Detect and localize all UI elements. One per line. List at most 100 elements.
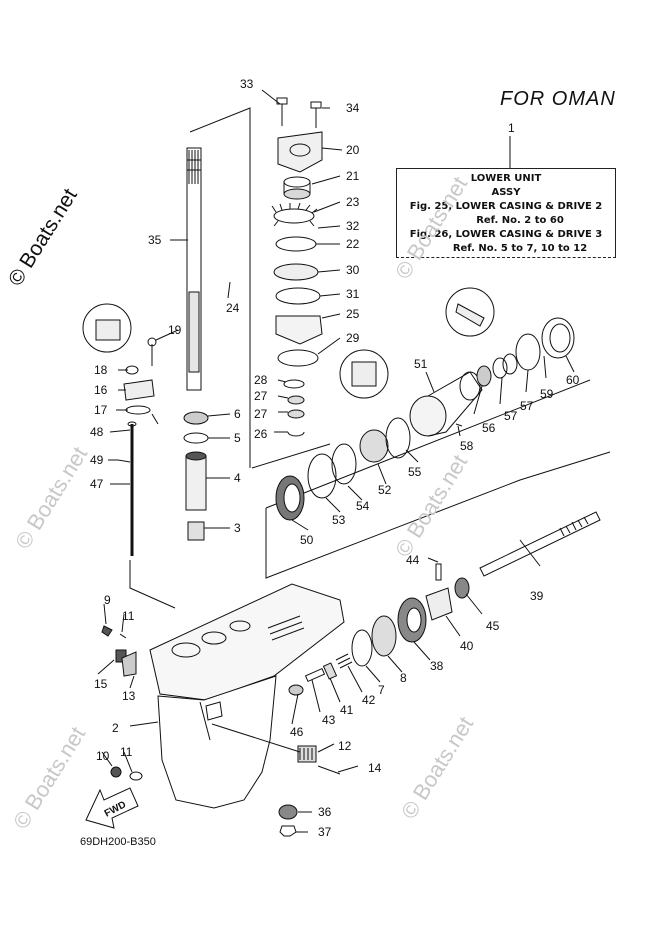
- section-outline-water-tube: [129, 560, 176, 609]
- callout-48: 48: [90, 425, 104, 439]
- plug-13: [121, 651, 137, 677]
- callout-29: 29: [346, 331, 360, 345]
- callout-labels: 33 34 20 21 23 32 22 30 31 25 29 28 27 2…: [90, 77, 580, 839]
- fwd-arrow-icon: [85, 787, 139, 829]
- screw-9: [101, 625, 113, 637]
- impeller: [271, 202, 318, 227]
- reference-box: LOWER UNIT ASSY Fig. 25, LOWER CASING & …: [396, 168, 616, 258]
- ref-line-4: Ref. No. 2 to 60: [476, 215, 564, 226]
- clip-49: [117, 459, 131, 463]
- gasket-11a: [119, 633, 127, 639]
- region-title: FOR OMAN: [500, 88, 616, 110]
- oil-seal-57b: [502, 353, 518, 375]
- callout-9: 9: [104, 593, 111, 607]
- callout-11b: 11: [120, 745, 133, 759]
- reverse-gear-50: [275, 475, 305, 521]
- shift-plunger-40: [425, 587, 453, 621]
- callout-5: 5: [234, 431, 241, 445]
- sleeve-4: [185, 451, 207, 511]
- callout-38: 38: [430, 659, 444, 673]
- callout-23: 23: [346, 195, 360, 209]
- callout-50: 50: [300, 533, 314, 547]
- callout-10: 10: [96, 749, 110, 763]
- callout-24: 24: [226, 301, 240, 315]
- forward-gear-38: [397, 597, 427, 643]
- callout-39: 39: [530, 589, 544, 603]
- callout-37: 37: [318, 825, 332, 839]
- callout-28: 28: [254, 373, 268, 387]
- ring-nut-60: [541, 317, 575, 359]
- callout-31: 31: [346, 287, 360, 301]
- callout-46: 46: [290, 725, 304, 739]
- callout-34: 34: [346, 101, 360, 115]
- callout-35: 35: [148, 233, 162, 247]
- plate-46: [288, 684, 304, 696]
- callout-4: 4: [234, 471, 241, 485]
- drawing-code: 69DH200-B350: [80, 836, 156, 848]
- callout-44: 44: [406, 553, 420, 567]
- pump-base-gasket: [275, 287, 321, 305]
- callout-27b: 27: [254, 407, 268, 421]
- nut-37: [279, 825, 297, 837]
- screw-10: [110, 766, 122, 778]
- callout-60: 60: [566, 373, 580, 387]
- ref-line-2: ASSY: [491, 187, 521, 198]
- callout-20: 20: [346, 143, 360, 157]
- callout-15: 15: [94, 677, 108, 691]
- callout-41: 41: [340, 703, 354, 717]
- ref-line-1: LOWER UNIT: [470, 173, 542, 184]
- seal-17: [125, 405, 151, 415]
- cover-12: [297, 745, 317, 763]
- inset-circle-right: [445, 287, 495, 337]
- callout-57a: 57: [504, 409, 518, 423]
- clutch-45: [454, 577, 470, 599]
- pump-case-plate: [275, 315, 323, 345]
- pin-58: [455, 423, 463, 427]
- callout-42: 42: [362, 693, 376, 707]
- outer-plate-cartridge: [273, 263, 319, 281]
- seal-27-lower: [287, 409, 305, 419]
- callout-30: 30: [346, 263, 360, 277]
- callout-6: 6: [234, 407, 241, 421]
- callout-14: 14: [368, 761, 382, 775]
- gasket-11b: [129, 771, 143, 781]
- o-ring-55: [385, 417, 411, 459]
- needle-bearing-56: [476, 365, 492, 387]
- callout-12: 12: [338, 739, 352, 753]
- section-outline-upper: [189, 107, 331, 469]
- pin-44: [435, 563, 442, 581]
- callout-51: 51: [414, 357, 428, 371]
- callout-49: 49: [90, 453, 104, 467]
- pump-insert-cartridge: [283, 176, 311, 200]
- holder-16: [123, 379, 155, 401]
- callout-22: 22: [346, 237, 360, 251]
- callout-3: 3: [234, 521, 241, 535]
- oil-seal-housing-gasket: [277, 349, 319, 367]
- callout-47: 47: [90, 477, 104, 491]
- callout-13: 13: [122, 689, 136, 703]
- callout-27a: 27: [254, 389, 268, 403]
- circlip-26: [287, 431, 305, 437]
- propeller-shaft-39: [479, 511, 601, 577]
- callout-16: 16: [94, 383, 108, 397]
- callout-18: 18: [94, 363, 108, 377]
- callout-58: 58: [460, 439, 474, 453]
- anode-36: [278, 804, 298, 820]
- shim-7: [351, 629, 373, 667]
- callout-43: 43: [322, 713, 336, 727]
- callout-8: 8: [400, 671, 407, 685]
- inset-circle-mid: [339, 349, 389, 399]
- washer-5: [183, 432, 209, 444]
- ref-line-3: Fig. 25, LOWER CASING & DRIVE 2: [409, 201, 603, 212]
- callout-21: 21: [346, 169, 360, 183]
- callout-40: 40: [460, 639, 474, 653]
- seal-27-upper: [287, 395, 305, 405]
- callout-56: 56: [482, 421, 496, 435]
- ref-line-5: Fig. 26, LOWER CASING & DRIVE 3: [409, 229, 603, 240]
- callout-1: 1: [508, 121, 515, 135]
- callout-53: 53: [332, 513, 346, 527]
- callout-57b: 57: [520, 399, 534, 413]
- callout-59: 59: [540, 387, 554, 401]
- shim-54: [331, 443, 357, 485]
- ball-bearing-52: [359, 429, 389, 463]
